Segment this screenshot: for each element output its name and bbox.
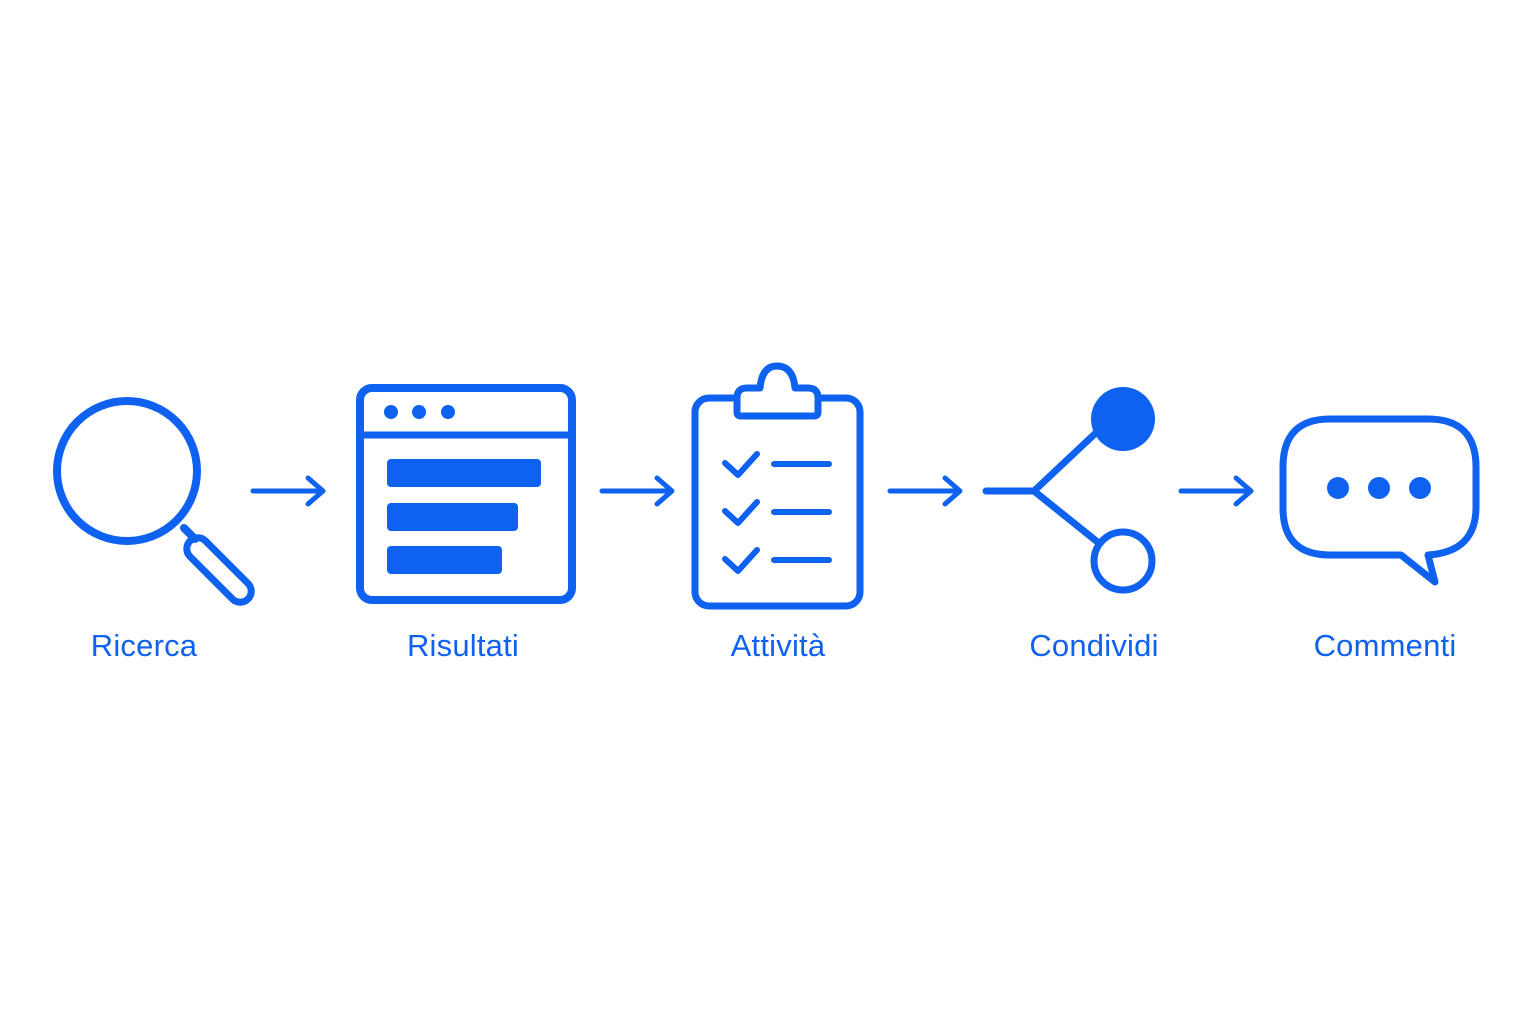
chat-bubble-icon (1278, 414, 1484, 590)
arrow-right-icon (1178, 474, 1258, 508)
step-label-attivita: Attività (730, 628, 826, 663)
clipboard-checklist-icon (690, 362, 866, 612)
magnifier-icon (50, 394, 260, 606)
arrow-right-icon (250, 474, 330, 508)
share-icon (982, 384, 1158, 598)
arrow-right-icon (887, 474, 967, 508)
step-label-condividi: Condividi (1029, 628, 1159, 663)
step-label-ricerca: Ricerca (90, 628, 198, 663)
browser-results-icon (356, 384, 578, 606)
arrow-right-icon (599, 474, 679, 508)
step-label-risultati: Risultati (406, 628, 520, 663)
step-label-commenti: Commenti (1313, 628, 1457, 663)
